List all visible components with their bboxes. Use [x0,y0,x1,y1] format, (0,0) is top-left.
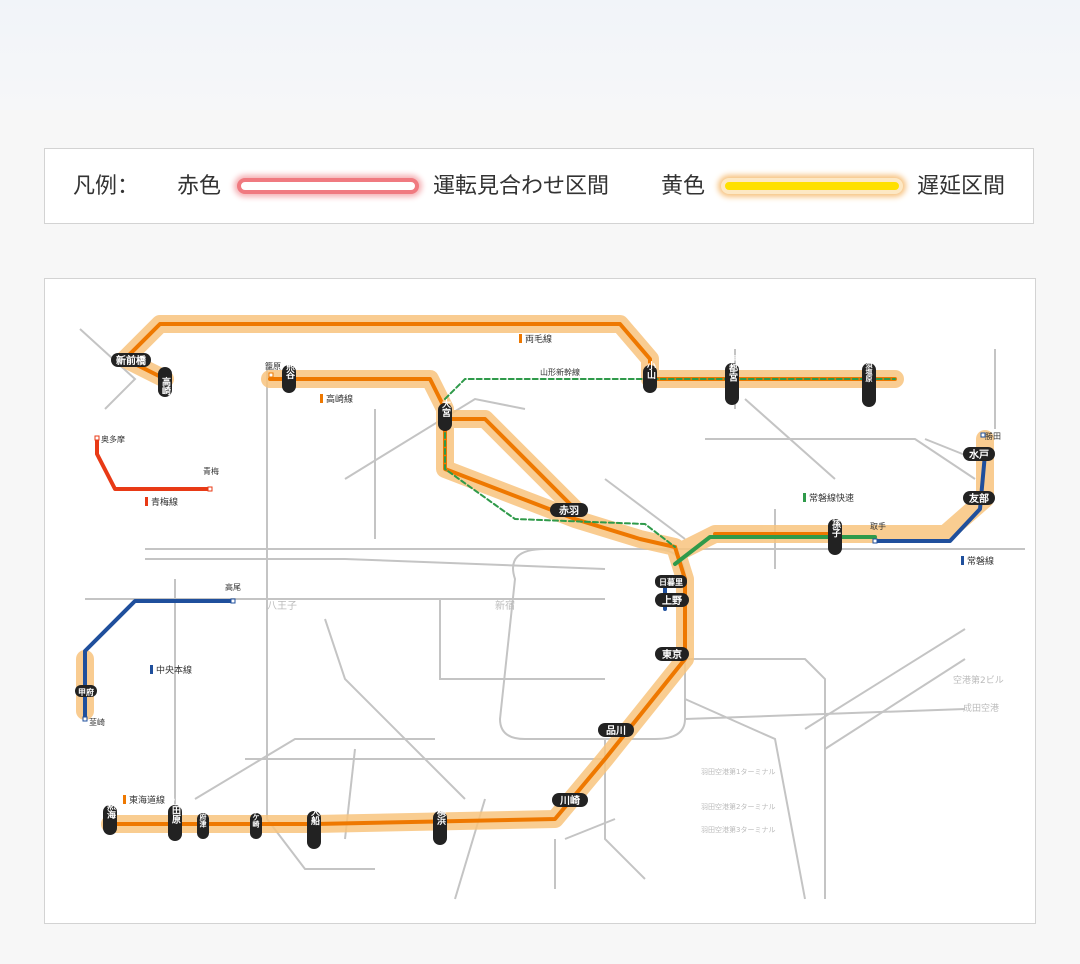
delay-halo [76,315,994,833]
station-tokyo: 東京 [662,648,682,661]
legend-red-meaning: 運転見合わせ区間 [433,174,610,199]
station-tomobe: 友部 [969,492,989,505]
station-ueno: 上野 [662,594,682,607]
faint-haneda2: 羽田空港第2ターミナル [701,802,775,811]
route-map[interactable]: 両毛線 山形新幹線 高崎線 青梅線 中央本線 常磐線快速 常磐線 東海道線 新宿… [44,278,1036,924]
faint-labels: 新宿 八王子 空港第2ビル 成田空港 羽田空港第1ターミナル 羽田空港第2ターミ… [267,599,1004,834]
station-abiko: 我孫子 [830,509,841,538]
station-omiya: 大宮 [440,398,451,418]
station-chigasaki: 茅ケ崎 [252,806,261,829]
legend-red-word: 赤色 [177,174,222,199]
station-kofu: 甲府 [78,687,94,697]
station-kawasaki: 川崎 [559,794,580,807]
station-kozu: 国府津 [199,806,207,829]
header-background [0,0,1080,110]
legend-yellow-swatch [721,178,903,194]
small-station-labels: 籠原 奥多摩 青梅 高尾 韮崎 取手 勝田 [82,361,1001,727]
line-label-takasaki: 高崎線 [326,393,353,405]
station-atami: 熱海 [105,800,116,820]
faint-haneda3: 羽田空港第3ターミナル [701,825,775,834]
station-ofuna: 大船 [309,806,320,826]
station-okutama: 奥多摩 [101,434,125,444]
station-katsuta: 勝田 [985,431,1001,441]
station-kumagaya: 熊谷 [284,360,295,380]
legend-red-swatch [237,178,419,194]
station-yokohama: 横浜 [435,806,446,826]
station-nasushiobara: 那須塩原 [865,353,874,383]
line-label-joban: 常磐線 [967,555,994,567]
line-label-ome: 青梅線 [151,496,178,508]
line-label-tokaido: 東海道線 [129,794,165,806]
ome-line [95,437,212,491]
station-shinagawa: 品川 [606,725,626,737]
faint-shinjuku: 新宿 [495,599,515,612]
legend-yellow-meaning: 遅延区間 [917,174,1006,199]
line-label-joban-rapid: 常磐線快速 [809,492,854,504]
station-nippori: 日暮里 [659,577,683,587]
station-odawara: 小田原 [170,795,182,824]
legend-prefix: 凡例： [73,174,140,199]
station-badges: 新前橋 赤羽 日暮里 上野 東京 品川 川崎 水戸 友部 甲府 [75,353,995,807]
faint-airport2: 成田空港 [963,702,999,714]
station-nirasaki: 韮崎 [89,717,105,727]
station-kagohara: 籠原 [265,361,281,371]
station-ome: 青梅 [203,466,219,476]
station-akabane: 赤羽 [559,504,579,517]
line-label-chuo: 中央本線 [156,664,192,676]
faint-airport1: 空港第2ビル [953,674,1004,686]
legend-box: 凡例： 赤色 運転見合わせ区間 黄色 遅延区間 [44,148,1034,224]
station-shinmaebashi: 新前橋 [116,354,147,367]
station-toride: 取手 [870,521,886,531]
vertical-station-badges: 高崎 熊谷 大宮 小山 宇都宮 那須塩原 我孫子 横浜 大船 小田原 熱海 国府… [103,353,876,849]
route-map-svg: 両毛線 山形新幹線 高崎線 青梅線 中央本線 常磐線快速 常磐線 東海道線 新宿… [75,315,1025,900]
green-lines [444,378,896,566]
faint-hachioji: 八王子 [267,600,297,612]
line-label-ryomo: 両毛線 [525,333,552,345]
station-takasaki: 高崎 [160,376,171,396]
station-utsunomiya: 宇都宮 [727,353,739,382]
legend-yellow-word: 黄色 [661,174,706,199]
line-labels: 両毛線 山形新幹線 高崎線 青梅線 中央本線 常磐線快速 常磐線 東海道線 [123,333,994,806]
station-oyama: 小山 [645,360,657,380]
station-takao: 高尾 [225,582,241,592]
line-label-yamagata: 山形新幹線 [540,367,580,377]
faint-haneda1: 羽田空港第1ターミナル [701,767,775,776]
station-mito: 水戸 [968,448,989,461]
